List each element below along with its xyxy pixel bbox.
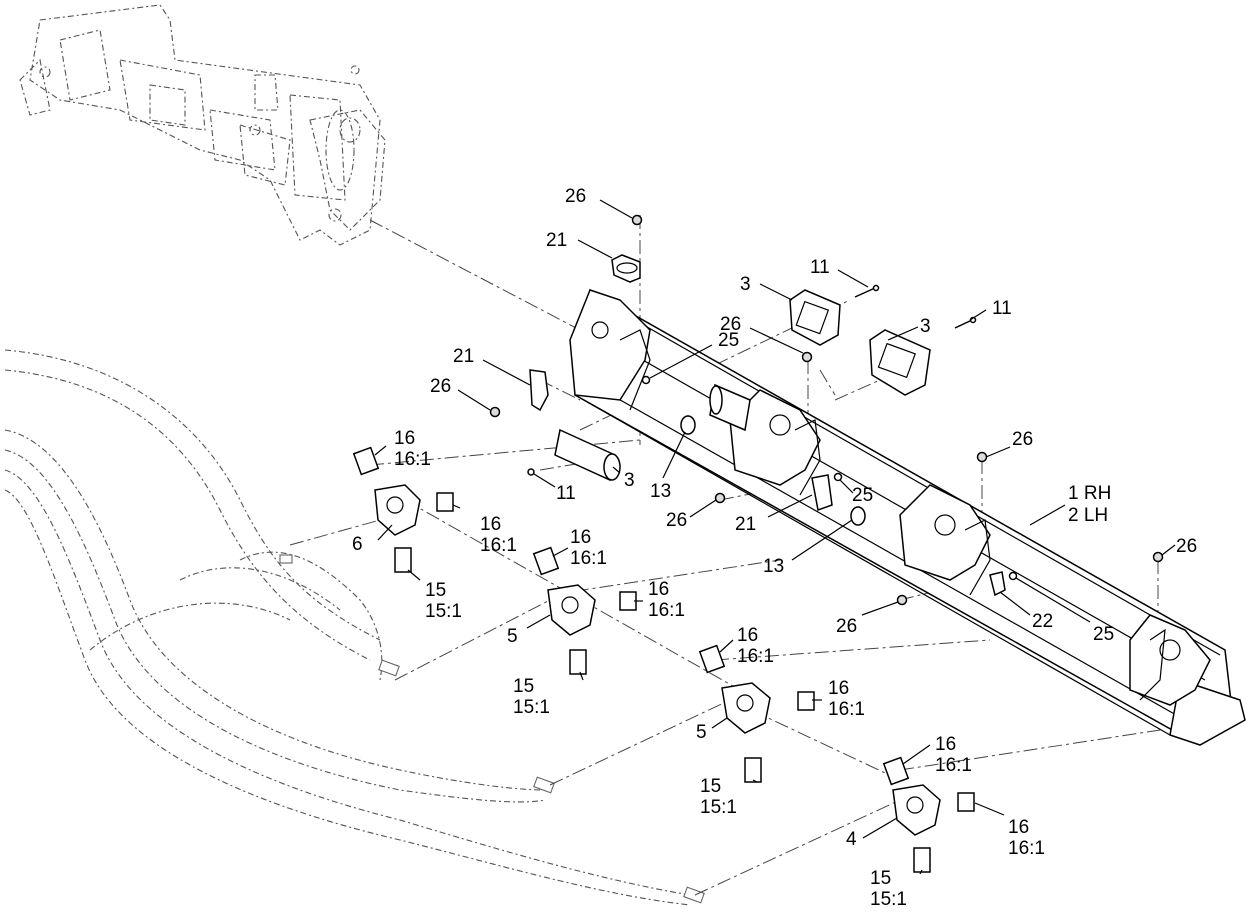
callout-16: 16 bbox=[394, 428, 415, 449]
clip-21-top bbox=[611, 254, 641, 283]
callout-15-ratio: 15:1 bbox=[700, 797, 737, 818]
callout-3: 3 bbox=[920, 316, 931, 337]
callout-4: 4 bbox=[846, 829, 857, 850]
tube-3-lower bbox=[554, 428, 621, 482]
callout-16-ratio: 16:1 bbox=[394, 449, 431, 470]
callout-1-rh: 1 RH bbox=[1068, 483, 1111, 504]
callout-21: 21 bbox=[735, 514, 756, 535]
callout-15: 15 bbox=[513, 676, 534, 697]
bracket-3-upper-right bbox=[869, 329, 931, 396]
ghost-machine-frame bbox=[19, 4, 386, 246]
tube-3-middle bbox=[709, 383, 751, 432]
bolt-11-c bbox=[527, 468, 535, 476]
callout-labels: 26 21 11 3 11 3 26 25 21 26 16 16:1 11 3… bbox=[352, 186, 1197, 910]
clip-21-left bbox=[529, 369, 549, 412]
clip-22 bbox=[989, 571, 1006, 597]
callout-25: 25 bbox=[718, 330, 739, 351]
callout-26: 26 bbox=[1176, 536, 1197, 557]
callout-16-ratio: 16:1 bbox=[480, 535, 517, 556]
callout-13: 13 bbox=[763, 556, 784, 577]
callout-16: 16 bbox=[570, 527, 591, 548]
nozzle-body-5-a bbox=[532, 546, 637, 675]
clip-21-middle bbox=[811, 474, 833, 512]
callout-11: 11 bbox=[810, 257, 830, 278]
callout-15-ratio: 15:1 bbox=[513, 697, 550, 718]
callout-16-ratio: 16:1 bbox=[935, 755, 972, 776]
callout-26: 26 bbox=[430, 376, 451, 397]
callout-3: 3 bbox=[740, 274, 751, 295]
callout-25: 25 bbox=[1093, 624, 1114, 645]
callout-16-ratio: 16:1 bbox=[570, 548, 607, 569]
callout-5: 5 bbox=[696, 722, 707, 743]
callout-16-ratio: 16:1 bbox=[1008, 838, 1045, 859]
callout-16-ratio: 16:1 bbox=[648, 600, 685, 621]
callout-26: 26 bbox=[565, 186, 586, 207]
nozzle-body-6 bbox=[352, 446, 454, 573]
callout-26: 26 bbox=[836, 616, 857, 637]
callout-11: 11 bbox=[556, 483, 576, 504]
washers-13 bbox=[680, 415, 866, 526]
callout-16: 16 bbox=[737, 625, 758, 646]
callout-2-lh: 2 LH bbox=[1068, 505, 1108, 526]
ghost-hoses bbox=[4, 349, 705, 906]
callout-25: 25 bbox=[852, 485, 873, 506]
callout-15: 15 bbox=[425, 580, 446, 601]
bolt-11-a bbox=[854, 284, 880, 298]
callout-22: 22 bbox=[1032, 611, 1053, 632]
callout-3: 3 bbox=[624, 470, 635, 491]
callout-13: 13 bbox=[650, 481, 671, 502]
callout-16-ratio: 16:1 bbox=[737, 646, 774, 667]
callout-15-ratio: 15:1 bbox=[870, 889, 907, 910]
callout-15-ratio: 15:1 bbox=[425, 601, 462, 622]
callout-21: 21 bbox=[453, 346, 474, 367]
callout-15: 15 bbox=[700, 776, 721, 797]
callout-16-ratio: 16:1 bbox=[828, 699, 865, 720]
callout-16: 16 bbox=[828, 678, 849, 699]
nozzle-body-4 bbox=[882, 756, 975, 873]
callout-26: 26 bbox=[666, 510, 687, 531]
callout-6: 6 bbox=[352, 534, 363, 555]
leader-lines bbox=[374, 199, 1176, 875]
nuts-26 bbox=[489, 214, 1164, 606]
screws-25 bbox=[641, 375, 1018, 581]
callout-5: 5 bbox=[507, 626, 518, 647]
callout-16: 16 bbox=[1008, 817, 1029, 838]
nozzle-body-5-b bbox=[698, 644, 815, 783]
callout-15: 15 bbox=[870, 868, 891, 889]
callout-26: 26 bbox=[720, 314, 741, 335]
bracket-3-upper-left bbox=[789, 289, 841, 346]
callout-16: 16 bbox=[935, 734, 956, 755]
callout-11: 11 bbox=[992, 298, 1012, 319]
callout-16: 16 bbox=[480, 514, 501, 535]
callout-26: 26 bbox=[1012, 429, 1033, 450]
callout-16: 16 bbox=[648, 579, 669, 600]
callout-21: 21 bbox=[546, 230, 567, 251]
